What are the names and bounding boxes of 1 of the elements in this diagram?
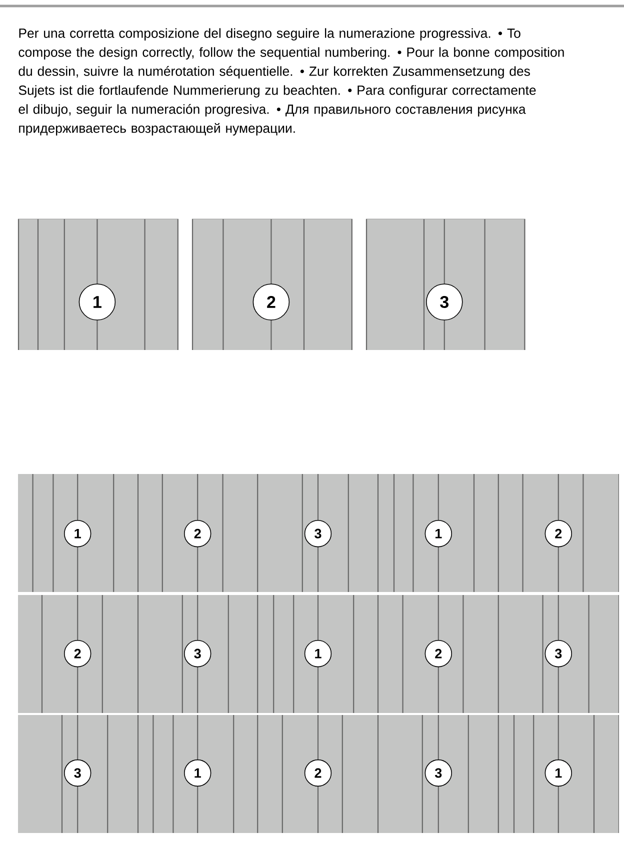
instruction-text: Per una corretta composizione del disegno seguire la numerazione progressiva. • To compose the design correctly, follow the sequential numbering. • Pour la bonne composition du dessin, suivre la numérotation séquentielle. • Zur korrekten Zusammensetzung des Sujets ist die fortlaufende Nummerierung zu beachten. • Para configurar correctamente el dibujo, seguir la numeración progresiva. • Для правильного составления рисунка придерживаетесь возрастающей нумерации.	[18, 28, 564, 136]
